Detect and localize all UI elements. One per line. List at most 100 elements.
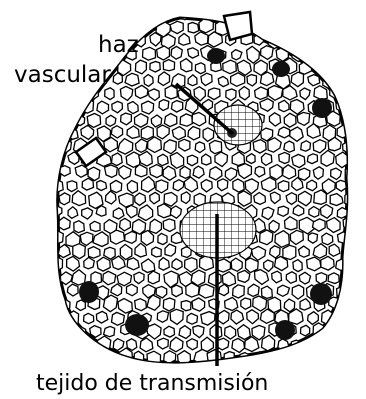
cell: [342, 6, 356, 21]
cell: [125, 73, 139, 86]
cell: [343, 350, 356, 363]
cell: [44, 299, 55, 311]
cell: [209, 141, 221, 154]
cell: [164, 351, 176, 364]
cell: [50, 336, 64, 349]
cell: [344, 269, 357, 283]
cell: [328, 6, 341, 20]
cell: [97, 22, 106, 32]
cell: [307, 257, 321, 271]
cell: [307, 180, 317, 191]
cell: [260, 230, 273, 245]
cell: [270, 165, 283, 180]
cell: [47, 218, 56, 230]
cell: [238, 270, 250, 282]
cell: [52, 309, 64, 322]
cell: [53, 101, 64, 113]
cell: [158, 233, 167, 244]
cell: [67, 339, 77, 351]
cell: [336, 180, 346, 191]
cell: [314, 190, 327, 204]
cell: [321, 18, 334, 35]
cell: [241, 298, 251, 309]
cell: [43, 352, 54, 363]
cell: [337, 22, 349, 34]
cell: [84, 313, 94, 323]
cell: [171, 46, 182, 59]
cell: [299, 376, 311, 389]
cell: [350, 337, 364, 353]
cell: [247, 75, 257, 86]
cell: [106, 115, 116, 126]
cell: [112, 312, 125, 325]
cell: [292, 19, 304, 32]
cell: [314, 7, 327, 22]
transmission-tissue-label: tejido de transmisión: [36, 371, 268, 396]
cell: [88, 247, 100, 259]
cell: [338, 48, 349, 60]
cell: [150, 62, 160, 73]
cell: [345, 247, 355, 259]
cell: [74, 221, 85, 233]
cell: [298, 7, 313, 22]
cell: [54, 127, 64, 138]
cell: [97, 181, 107, 191]
cell: [61, 90, 71, 101]
cell: [283, 245, 296, 259]
cell: [163, 60, 174, 71]
cell: [343, 376, 355, 391]
cell: [57, 31, 72, 47]
cell: [307, 154, 317, 164]
cell: [344, 34, 355, 46]
cell: [52, 47, 63, 59]
cell: [50, 284, 62, 297]
cell: [320, 364, 333, 378]
cell: [164, 326, 175, 337]
cell: [192, 298, 205, 311]
cell: [255, 87, 268, 99]
cell: [181, 301, 191, 311]
cell: [299, 33, 312, 47]
cell: [152, 247, 162, 257]
cell: [313, 167, 323, 179]
cell: [91, 351, 101, 362]
cell: [283, 33, 293, 45]
cell: [279, 152, 290, 163]
cell: [314, 348, 326, 363]
cell: [343, 141, 355, 153]
cell: [188, 48, 199, 58]
cell: [102, 7, 117, 22]
cell: [278, 206, 289, 216]
cell: [44, 86, 57, 100]
cell: [253, 140, 266, 154]
cell: [351, 204, 363, 218]
cell: [351, 21, 364, 34]
cell: [297, 112, 310, 125]
cell: [150, 165, 163, 178]
cell: [307, 336, 320, 350]
cell: [208, 272, 221, 286]
cell: [345, 88, 357, 101]
cell: [163, 298, 175, 311]
cell: [135, 299, 147, 311]
cell: [113, 208, 124, 219]
dark-cell: [312, 98, 332, 118]
cell: [208, 88, 220, 100]
cell: [316, 273, 327, 284]
cell: [336, 336, 349, 350]
cell: [322, 337, 334, 350]
cell: [134, 351, 143, 364]
cell: [308, 233, 317, 243]
cell: [73, 244, 86, 259]
cell: [157, 46, 170, 60]
cell: [59, 193, 70, 205]
vascular-bundle-label-line2: vascular: [14, 62, 111, 88]
cell: [307, 22, 319, 34]
cell: [142, 101, 154, 114]
cell: [231, 73, 245, 87]
cell: [328, 273, 339, 284]
cell: [344, 115, 356, 128]
cell: [328, 34, 342, 48]
cell: [135, 60, 146, 74]
